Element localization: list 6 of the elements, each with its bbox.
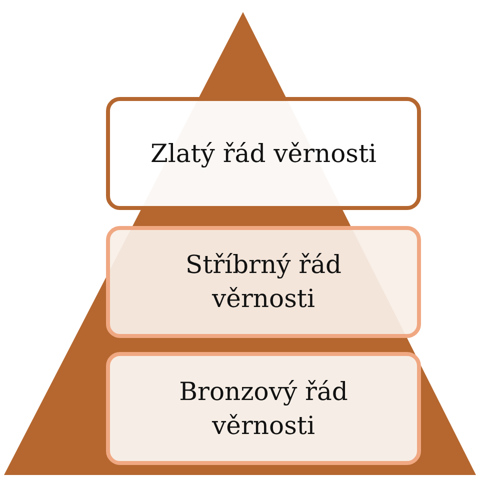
level-label: Bronzový řád věrnosti bbox=[178, 376, 349, 442]
level-box bbox=[106, 352, 421, 465]
level-label: Zlatý řád věrnosti bbox=[150, 138, 377, 170]
level-box bbox=[106, 226, 421, 338]
level-label: Stříbrný řád věrnosti bbox=[184, 249, 343, 315]
level-box bbox=[106, 97, 421, 210]
